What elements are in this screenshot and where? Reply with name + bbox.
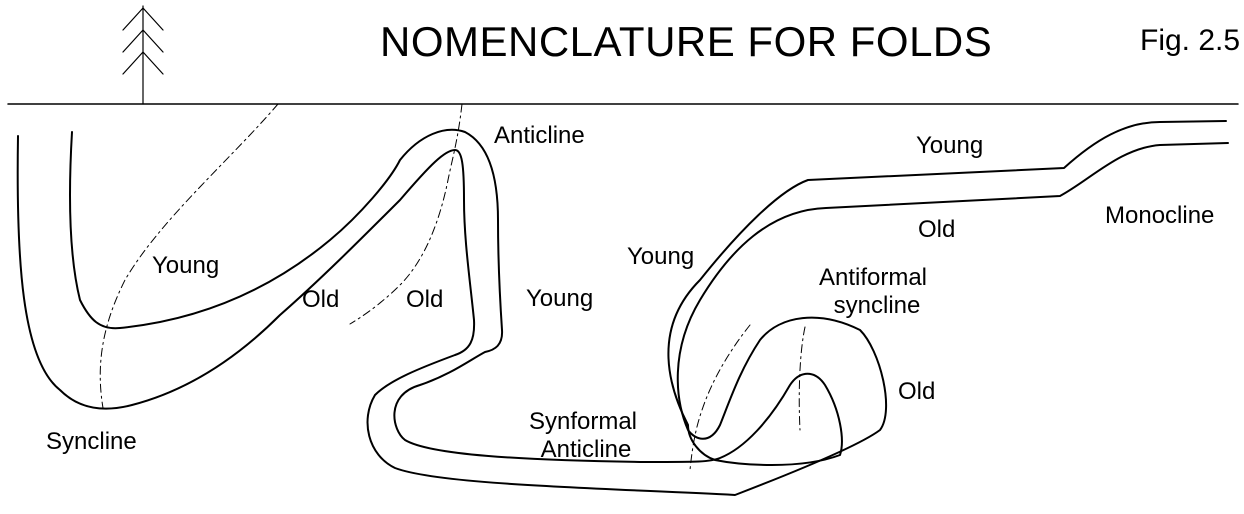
- label-syncline: Syncline: [46, 428, 137, 456]
- label-antiformal-line1: Antiformal: [808, 264, 938, 292]
- label-old-left-2: Old: [406, 286, 443, 314]
- label-old-top: Old: [918, 216, 955, 244]
- label-young-mid: Young: [526, 285, 593, 313]
- label-synformal-anticline: Synformal Anticline: [508, 408, 658, 464]
- label-old-left-1: Old: [302, 286, 339, 314]
- synformal-anticline-axial-trace: [690, 325, 750, 470]
- label-anticline: Anticline: [494, 122, 585, 150]
- antiformal-syncline-axial-trace: [799, 327, 805, 430]
- label-antiformal-line2: syncline: [808, 292, 938, 320]
- label-antiformal-syncline: Antiformal syncline: [808, 264, 938, 320]
- label-monocline: Monocline: [1105, 202, 1214, 230]
- label-synformal-line2: Anticline: [508, 436, 658, 464]
- label-young-top: Young: [916, 132, 983, 160]
- label-synformal-line1: Synformal: [508, 408, 658, 436]
- label-young-right: Young: [627, 243, 694, 271]
- tree-icon: [123, 6, 163, 104]
- label-old-right: Old: [898, 378, 935, 406]
- label-young-left: Young: [152, 252, 219, 280]
